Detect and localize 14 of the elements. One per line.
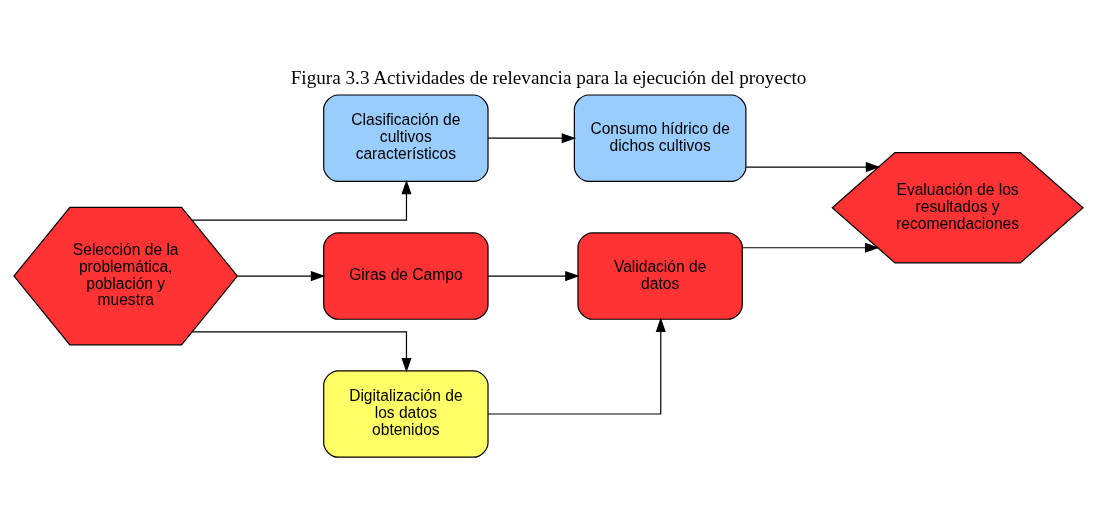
node-box: Consumo hídrico de dichos cultivos <box>573 93 747 182</box>
node-box: Validación de datos <box>577 231 743 320</box>
node-box: Digitalización de los datos obtenidos <box>323 369 489 458</box>
arrow <box>487 132 577 143</box>
arrow <box>487 317 666 415</box>
diagram-title: Figura 3.3 Actividades de relevancia para la ejecución del proyecto <box>290 66 807 88</box>
node-box: Giras de Campo <box>323 231 489 320</box>
arrow <box>745 161 881 172</box>
arrow <box>237 270 326 281</box>
node-box: Clasificación de cultivos característicos <box>323 93 489 182</box>
arrow <box>191 179 412 221</box>
arrow <box>191 330 412 372</box>
arrow <box>487 270 580 281</box>
arrow <box>742 242 880 253</box>
